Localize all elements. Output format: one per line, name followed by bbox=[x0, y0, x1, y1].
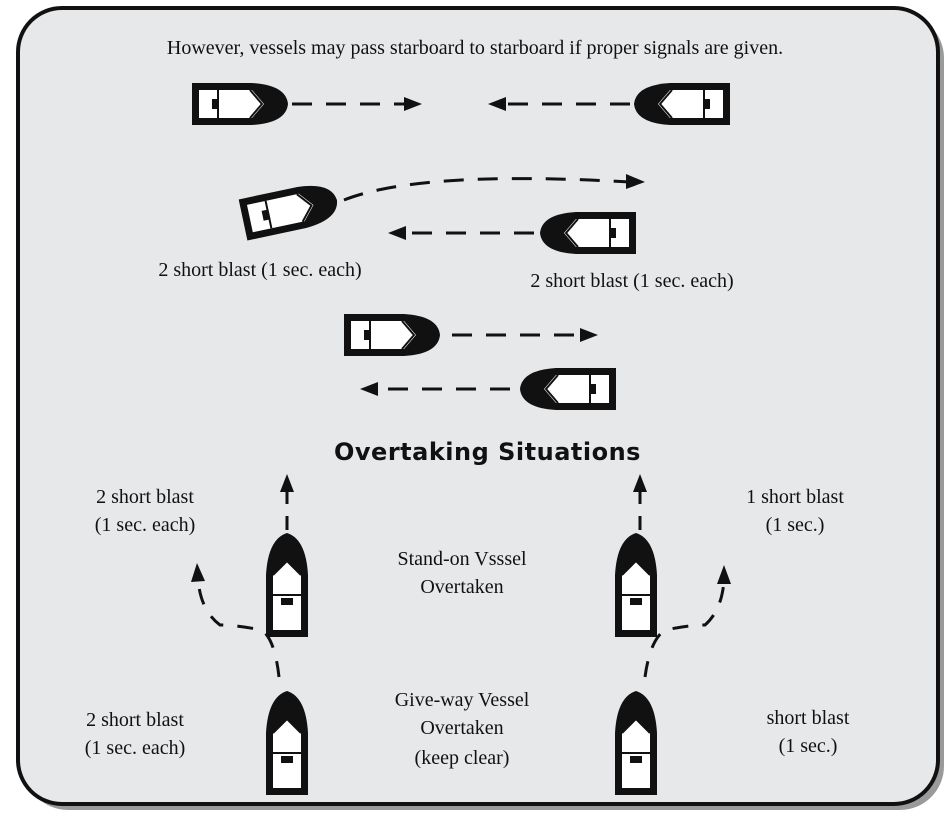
boat-icon bbox=[539, 211, 637, 255]
right-bottom-signal-line1: short blast bbox=[766, 707, 850, 729]
left-top-signal-line2: (1 sec. each) bbox=[94, 514, 196, 536]
arrow-icon bbox=[388, 226, 534, 240]
stand-on-label-line2: Overtaken bbox=[420, 576, 504, 598]
right-boat-signal: 2 short blast (1 sec. each) bbox=[530, 270, 734, 292]
arrow-icon bbox=[633, 474, 647, 530]
boat-icon bbox=[191, 82, 289, 126]
arrow-icon bbox=[452, 328, 598, 342]
boat-icon bbox=[614, 532, 658, 638]
right-top-signal-line1: 1 short blast bbox=[746, 486, 844, 508]
right-bottom-signal-line2: (1 sec.) bbox=[778, 735, 838, 757]
right-top-signal-line2: (1 sec.) bbox=[765, 514, 825, 536]
arrow-icon bbox=[292, 97, 422, 111]
arrow-icon bbox=[343, 174, 645, 202]
boat-icon bbox=[265, 690, 309, 796]
arrow-icon bbox=[280, 474, 294, 530]
boat-icon bbox=[265, 532, 309, 638]
give-way-label-line3: (keep clear) bbox=[414, 747, 510, 769]
intro-text: However, vessels may pass starboard to s… bbox=[166, 37, 784, 59]
give-way-label-line1: Give-way Vessel bbox=[394, 689, 530, 711]
arrow-icon bbox=[360, 382, 510, 396]
stand-on-label-line1: Stand-on Vsssel bbox=[397, 548, 527, 570]
boat-icon bbox=[614, 690, 658, 796]
boat-icon bbox=[343, 313, 441, 357]
arrow-icon bbox=[488, 97, 630, 111]
arrow-icon bbox=[191, 563, 281, 678]
boat-icon bbox=[519, 367, 617, 411]
boat-icon bbox=[633, 82, 731, 126]
left-bottom-signal-line1: 2 short blast bbox=[86, 709, 184, 731]
left-top-signal-line1: 2 short blast bbox=[96, 486, 194, 508]
give-way-label-line2: Overtaken bbox=[420, 717, 504, 739]
left-boat-signal: 2 short blast (1 sec. each) bbox=[158, 259, 362, 281]
overtaking-heading: Overtaking Situations bbox=[334, 438, 641, 466]
arrow-icon bbox=[643, 565, 731, 678]
left-bottom-signal-line2: (1 sec. each) bbox=[84, 737, 186, 759]
